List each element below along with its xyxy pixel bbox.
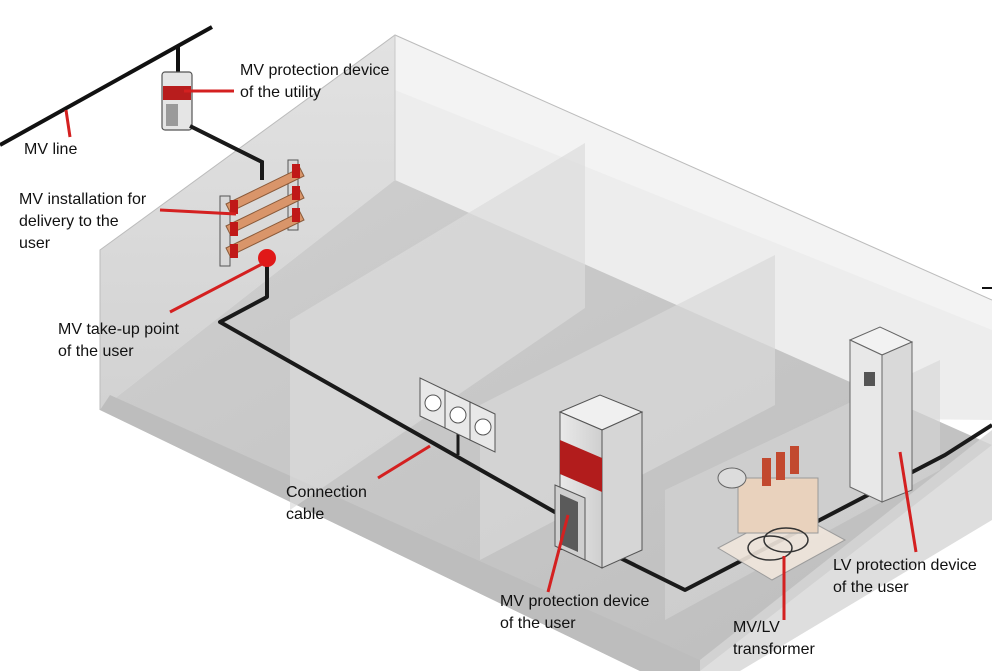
busbar-clamp-3	[230, 244, 238, 258]
bushing-2	[776, 452, 785, 480]
leader-mv-installation	[159, 208, 237, 216]
meter-dial-3	[474, 418, 492, 436]
bushing-1	[762, 458, 771, 486]
busbar-1	[225, 167, 305, 213]
label-mv-protection-user: MV protection device of the user	[500, 591, 649, 635]
leader-lv-protection	[898, 451, 918, 553]
transformer-tank	[737, 477, 819, 534]
mv-line	[0, 25, 213, 147]
label-line: Connection	[286, 484, 367, 501]
conservator-tank	[717, 467, 747, 489]
busbar-3	[225, 211, 305, 257]
transformer-coil-2	[763, 527, 809, 553]
label-line: LV protection device	[833, 557, 977, 574]
label-line: MV take-up point	[58, 321, 179, 338]
lv-user-cabinet	[848, 326, 914, 503]
transformer	[716, 446, 847, 581]
utility-box-band	[163, 86, 191, 100]
meter-dial-2	[449, 406, 467, 424]
label-line: MV line	[24, 141, 78, 158]
label-line: MV installation for	[19, 191, 147, 208]
label-mv-takeup-point: MV take-up point of the user	[58, 319, 179, 363]
busbar-clamp-2	[230, 222, 238, 236]
label-line: MV/LV	[733, 619, 780, 636]
busbar-clamp-5	[292, 186, 300, 200]
label-mv-lv-transformer: MV/LV transformer	[733, 617, 815, 661]
lv-cabinet-display	[864, 372, 875, 386]
busbar-clamp-6	[292, 208, 300, 222]
label-line: user	[19, 235, 51, 252]
mv-line-wire	[0, 25, 213, 147]
cabinet-side	[601, 411, 643, 569]
label-line: delivery to the	[19, 213, 119, 230]
cabinet-red-band	[560, 440, 602, 492]
label-line: MV protection device	[500, 593, 650, 610]
leader-mv-protection-user	[546, 514, 570, 593]
front-floor-edge	[100, 395, 700, 671]
right-front-wall	[700, 430, 992, 671]
lv-cabinet-front	[849, 339, 883, 503]
label-mv-protection-utility: MV protection device of the utility	[240, 60, 389, 104]
label-line: of the user	[58, 343, 134, 360]
lv-cabinet-side	[881, 341, 913, 503]
label-line: of the user	[833, 579, 909, 596]
room-edges	[99, 34, 992, 410]
leader-mv-line	[64, 109, 72, 138]
label-lv-protection-user: LV protection device of the user	[833, 555, 977, 599]
leader-connection-cable	[377, 444, 431, 480]
partition-wall-1	[290, 143, 585, 510]
mv-user-cabinet	[554, 394, 644, 569]
label-line: transformer	[733, 641, 815, 658]
label-mv-line: MV line	[24, 139, 77, 161]
utility-box-panel	[166, 104, 178, 126]
right-upper-wall	[395, 35, 992, 330]
label-line: of the user	[500, 615, 576, 632]
metering-panel	[419, 377, 496, 453]
mv-installation	[219, 159, 305, 267]
bushing-3	[790, 446, 799, 474]
label-line: of the utility	[240, 84, 321, 101]
label-line: cable	[286, 506, 325, 523]
leader-takeup-point	[169, 262, 263, 314]
busbar-clamp-4	[292, 164, 300, 178]
utility-protection-box	[161, 71, 193, 131]
label-line: MV protection device	[240, 62, 390, 79]
busbar-2	[225, 189, 305, 235]
meter-dial-1	[424, 394, 442, 412]
transformer-coil-1	[747, 535, 793, 561]
cabinet-window	[560, 494, 578, 552]
utility-to-installation-cable	[189, 124, 264, 180]
leader-lines	[64, 89, 918, 620]
label-connection-cable: Connection cable	[286, 482, 367, 526]
label-mv-installation: MV installation for delivery to the user	[19, 189, 146, 255]
mv-takeup-point-marker	[258, 249, 276, 267]
busbar-clamp-1	[230, 200, 238, 214]
